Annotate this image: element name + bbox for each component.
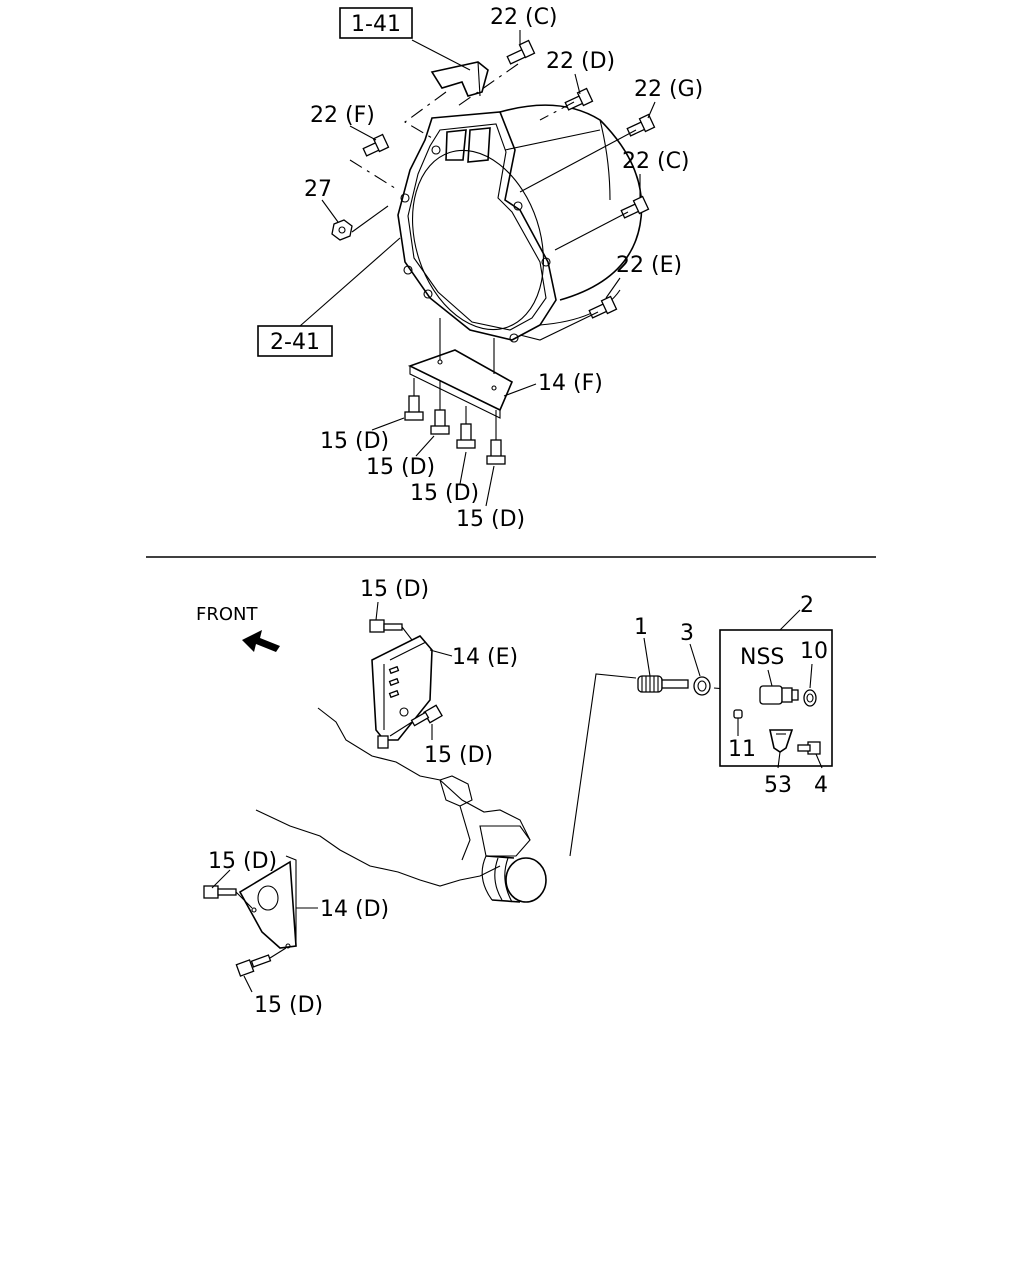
bolt-15d-d-top: [203, 885, 253, 909]
ref-box-2-41: [257, 325, 333, 357]
transmission-body: [255, 707, 547, 903]
leaders-upper: [299, 30, 656, 507]
bolts-15d-upper: [404, 378, 506, 465]
bracket-1-41: [430, 61, 489, 97]
bolt-15d-d-bottom: [235, 947, 287, 977]
callout-15d-7: 15 (D): [208, 849, 277, 874]
ref-2-41: 2-41: [270, 330, 320, 355]
callout-15d-1: 15 (D): [320, 429, 389, 454]
routing-line: [569, 673, 637, 857]
front-label: FRONT: [196, 604, 258, 625]
bolt-15d-e-side: [389, 704, 443, 737]
leader-15d-d-bottom: [243, 975, 253, 993]
callout-22f: 22 (F): [310, 103, 375, 128]
callout-15d-8: 15 (D): [254, 993, 323, 1018]
bolt-22c-top: [506, 39, 536, 65]
bolt-4: [797, 741, 821, 755]
leaders-lower: [375, 601, 823, 769]
pin-11: [733, 709, 743, 719]
bolt-22c-mid: [620, 195, 650, 219]
alignment-lines-upper: [349, 63, 637, 374]
callout-22e: 22 (E): [616, 253, 682, 278]
bracket-14e: [371, 635, 433, 749]
callout-22g: 22 (G): [634, 77, 703, 102]
gear-shaft-1: [637, 675, 689, 693]
callout-27: 27: [304, 177, 332, 202]
callout-22c-mid: 22 (C): [622, 149, 690, 174]
clutch-housing: [397, 104, 643, 343]
callout-15d-4: 15 (D): [456, 507, 525, 532]
nut-27: [331, 219, 353, 241]
callout-22d: 22 (D): [546, 49, 615, 74]
callout-22c-top: 22 (C): [490, 5, 558, 30]
plate-14f: [407, 349, 514, 419]
callout-1: 1: [634, 615, 648, 640]
callout-53: 53: [764, 773, 792, 798]
front-arrow-icon: [242, 630, 280, 652]
callout-11: 11: [728, 737, 756, 762]
callout-15d-2: 15 (D): [366, 455, 435, 480]
callout-15d-5: 15 (D): [360, 577, 429, 602]
ref-box-1-41: [339, 7, 413, 39]
o-ring-3: [693, 676, 711, 696]
callout-14d: 14 (D): [320, 897, 389, 922]
callout-4: 4: [814, 773, 828, 798]
callout-14f: 14 (F): [538, 371, 603, 396]
leader-15d-d-top: [211, 869, 231, 889]
callout-2: 2: [800, 593, 814, 618]
nut-10: [803, 689, 817, 707]
callout-nss: NSS: [740, 645, 784, 670]
speed-sensor-nss: [759, 685, 799, 705]
bolt-22f: [362, 133, 390, 157]
callout-3: 3: [680, 621, 694, 646]
callout-15d-6: 15 (D): [424, 743, 493, 768]
bolt-15d-e-top: [369, 619, 413, 641]
bracket-14d: [238, 855, 297, 949]
callout-10: 10: [800, 639, 828, 664]
ref-1-41: 1-41: [351, 12, 401, 37]
callout-15d-3: 15 (D): [410, 481, 479, 506]
callout-14e: 14 (E): [452, 645, 518, 670]
clip-53: [769, 729, 794, 753]
